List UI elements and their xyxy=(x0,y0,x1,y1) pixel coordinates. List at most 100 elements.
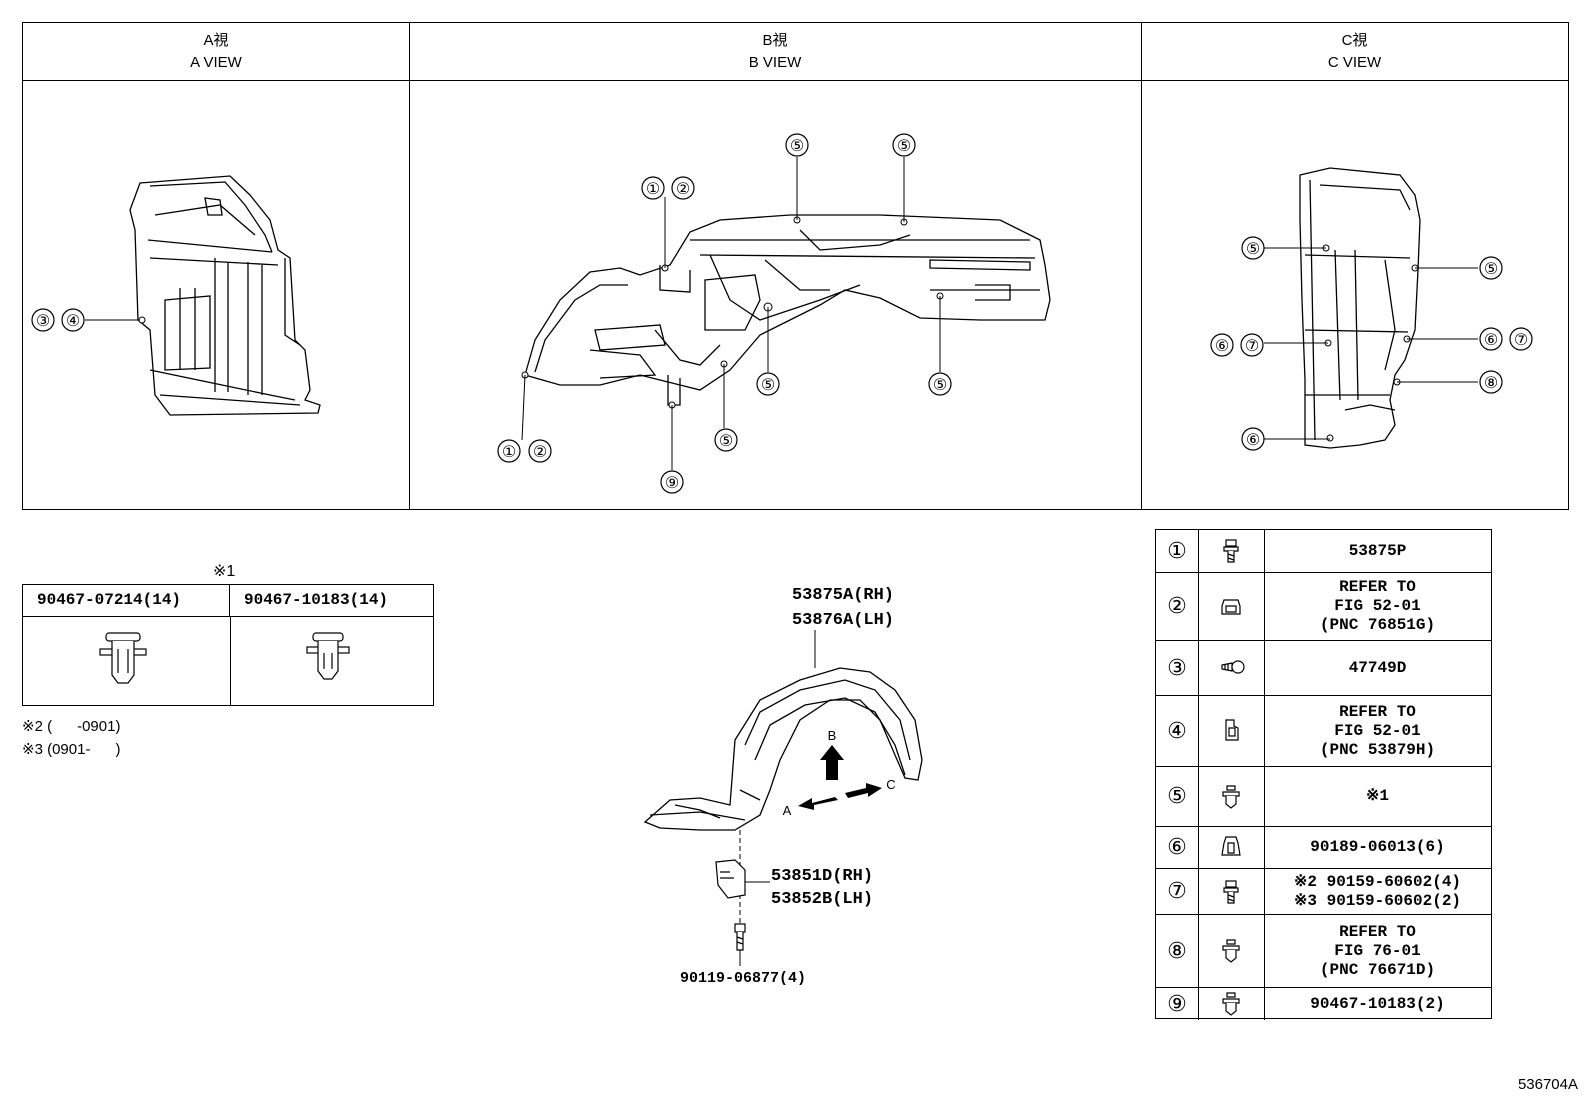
b-view-title-en: B VIEW xyxy=(748,54,802,71)
legend-row: ⑦ ※2 90159-60602(4)※3 90159-60602(2) xyxy=(1156,869,1491,915)
callout-number: ③ xyxy=(1167,655,1187,681)
legend-line: 53875P xyxy=(1348,541,1407,560)
callout-number: ⑥ xyxy=(1167,835,1187,860)
views-panel: A視 A VIEW B視 B VIEW C視 C VIEW xyxy=(22,22,1569,510)
legend-row: ⑥ 90189-06013(6) xyxy=(1156,827,1491,869)
c-view-liner-drawing xyxy=(1299,167,1421,449)
legend-number: ⑧ xyxy=(1156,915,1199,987)
callout-number: ⑨ xyxy=(1167,991,1187,1017)
callout-2: ② xyxy=(533,442,547,461)
c-view-header: C視 C VIEW xyxy=(1141,23,1568,81)
clip-col2-header: 90467-10183(14) xyxy=(230,585,433,617)
view-divider xyxy=(1141,23,1142,509)
callout-5: ⑤ xyxy=(1484,259,1498,278)
legend-text: 47749D xyxy=(1264,641,1491,695)
callout-4: ④ xyxy=(66,311,80,330)
legend-line: REFER TO xyxy=(1339,578,1416,596)
callout-1: ① xyxy=(646,179,660,198)
screw-drawing xyxy=(734,923,746,951)
callout-number: ② xyxy=(1167,594,1187,619)
legend-line: ※2 90159-60602(4) xyxy=(1293,872,1462,891)
legend-line: (PNC 53879H) xyxy=(1319,740,1436,759)
legend-text: 53875P xyxy=(1264,530,1491,572)
nut-icon xyxy=(1198,827,1265,868)
part-seal-lh: 53852B(LH) xyxy=(771,890,873,909)
legend-number: ① xyxy=(1156,530,1199,572)
nut-clip-icon xyxy=(1198,573,1265,640)
c-view-title-jp: C視 xyxy=(1341,32,1368,49)
callout-2: ② xyxy=(676,179,690,198)
legend-number: ⑦ xyxy=(1156,869,1199,914)
direction-arrows: B A C xyxy=(783,728,896,818)
note-2: ※2 ( -0901) xyxy=(22,718,121,735)
callout-5: ⑤ xyxy=(897,136,911,155)
legend-row: ⑨ 90467-10183(2) xyxy=(1156,988,1491,1020)
b-view-title-jp: B視 xyxy=(762,32,788,49)
callout-9: ⑨ xyxy=(665,473,679,492)
callout-number: ⑤ xyxy=(1167,784,1187,809)
legend-number: ③ xyxy=(1156,641,1199,695)
arrow-label-b: B xyxy=(828,728,837,743)
legend-number: ⑤ xyxy=(1156,767,1199,826)
legend-row: ③ 47749D xyxy=(1156,641,1491,696)
callout-number: ⑦ xyxy=(1167,879,1187,904)
push-clip-icon xyxy=(1198,767,1265,826)
legend-line: ※1 xyxy=(1365,787,1389,805)
fender-liner-drawing xyxy=(643,667,923,831)
legend-text: 90467-10183(2) xyxy=(1264,988,1491,1020)
callout-7: ⑦ xyxy=(1514,330,1528,349)
legend-text: ※2 90159-60602(4)※3 90159-60602(2) xyxy=(1264,869,1491,914)
legend-line: 47749D xyxy=(1348,658,1407,677)
arrow-label-a: A xyxy=(783,803,792,818)
b-view-header: B視 B VIEW xyxy=(409,23,1141,81)
legend-line: REFER TO xyxy=(1339,702,1416,721)
push-clip-large-icon xyxy=(99,632,147,684)
legend-row: ⑤ ※1 xyxy=(1156,767,1491,827)
bolt-icon xyxy=(1198,869,1265,914)
b-view-liner-drawing xyxy=(524,214,1051,406)
legend-line: FIG 52-01 xyxy=(1334,721,1421,740)
view-divider xyxy=(409,23,410,509)
callout-5: ⑤ xyxy=(761,375,775,394)
callout-6: ⑥ xyxy=(1215,336,1229,355)
legend-line: FIG 52-01 xyxy=(1334,597,1421,615)
a-view-title-en: A VIEW xyxy=(190,54,242,71)
callout-number: ① xyxy=(1167,538,1187,564)
screw-grommet-icon xyxy=(1198,641,1265,695)
callout-number: ⑧ xyxy=(1167,938,1187,964)
callout-5: ⑤ xyxy=(933,375,947,394)
bolt-icon xyxy=(1198,530,1265,572)
callout-1: ① xyxy=(502,442,516,461)
arrow-label-c: C xyxy=(886,777,895,792)
callout-6: ⑥ xyxy=(1484,330,1498,349)
legend-line: 90467-10183(2) xyxy=(1310,994,1445,1013)
legend-row: ① 53875P xyxy=(1156,530,1491,573)
callout-5: ⑤ xyxy=(790,136,804,155)
callout-5: ⑤ xyxy=(1246,239,1260,258)
legend-line: FIG 76-01 xyxy=(1334,941,1421,960)
clip-col1-header: 90467-07214(14) xyxy=(23,585,230,617)
part-seal-rh: 53851D(RH) xyxy=(771,867,873,886)
part-liner-lh: 53876A(LH) xyxy=(792,611,894,630)
figure-id: 536704A xyxy=(1517,1076,1578,1093)
push-clip-small-icon xyxy=(306,632,350,680)
a-view-liner-drawing xyxy=(129,175,321,416)
legend-text: 90189-06013(6) xyxy=(1264,827,1491,868)
legend-line: ※3 90159-60602(2) xyxy=(1293,891,1462,910)
callout-6: ⑥ xyxy=(1246,430,1260,449)
c-view-title-en: C VIEW xyxy=(1327,54,1382,71)
seal-drawing xyxy=(715,859,746,899)
clip-table: 90467-07214(14) 90467-10183(14) xyxy=(22,584,434,706)
clip-table-note: ※1 xyxy=(213,563,236,580)
callout-number: ④ xyxy=(1167,718,1187,744)
part-liner-rh: 53875A(RH) xyxy=(792,586,894,605)
callout-3: ③ xyxy=(36,311,50,330)
